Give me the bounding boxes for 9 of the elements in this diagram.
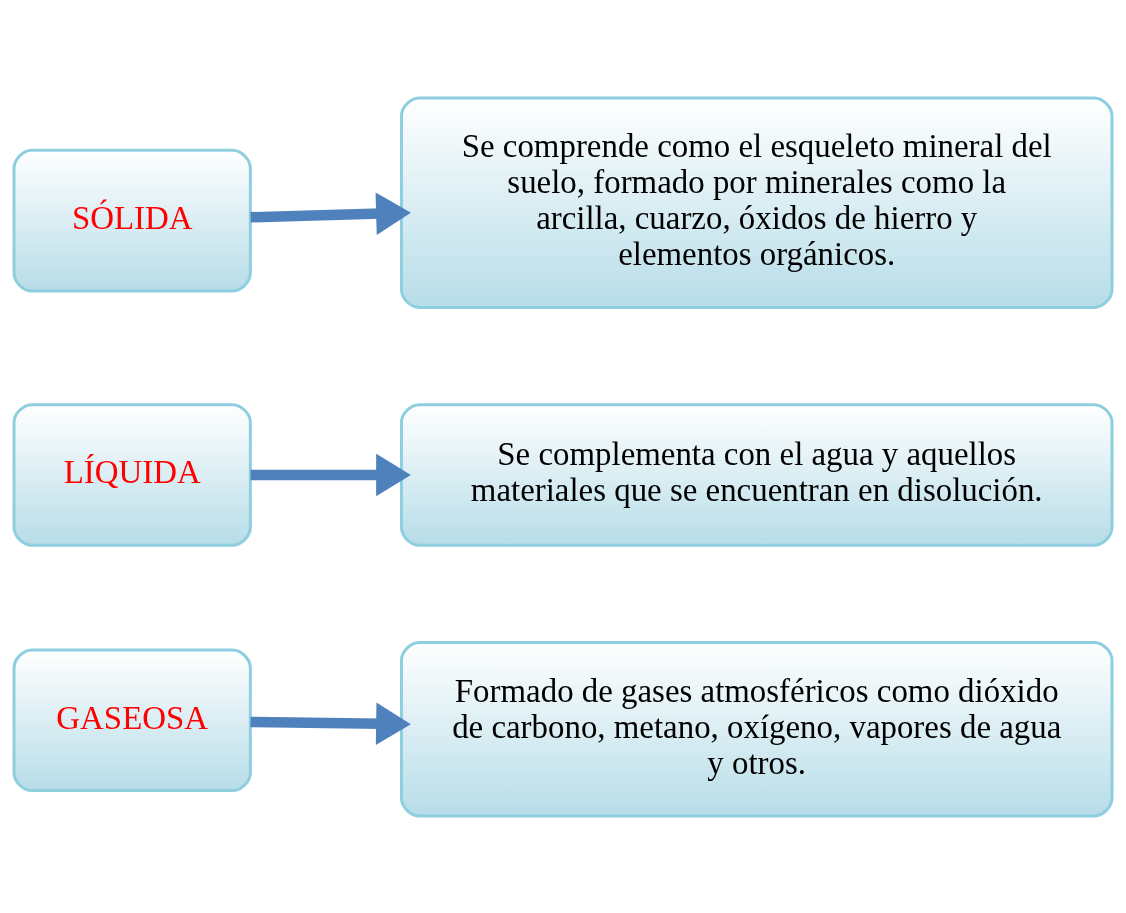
arrow xyxy=(250,191,411,235)
node-box: SÓLIDA xyxy=(12,148,252,292)
node-box: Se comprende como el esqueleto mineral del suelo, formado por minerales como la arcilla, cuarzo, óxidos de hierro y elementos orgánicos. xyxy=(399,96,1114,309)
arrow xyxy=(250,702,411,745)
arrow xyxy=(250,453,411,496)
node-box: Se complementa con el agua y aquellos materiales que se encuentran en disolución. xyxy=(399,402,1114,547)
node-box: GASEOSA xyxy=(12,647,252,792)
node-box: LÍQUIDA xyxy=(12,402,252,547)
node-box: Formado de gases atmosféricos como dióxido de carbono, metano, oxígeno, vapores de agua y otros. xyxy=(399,640,1114,817)
